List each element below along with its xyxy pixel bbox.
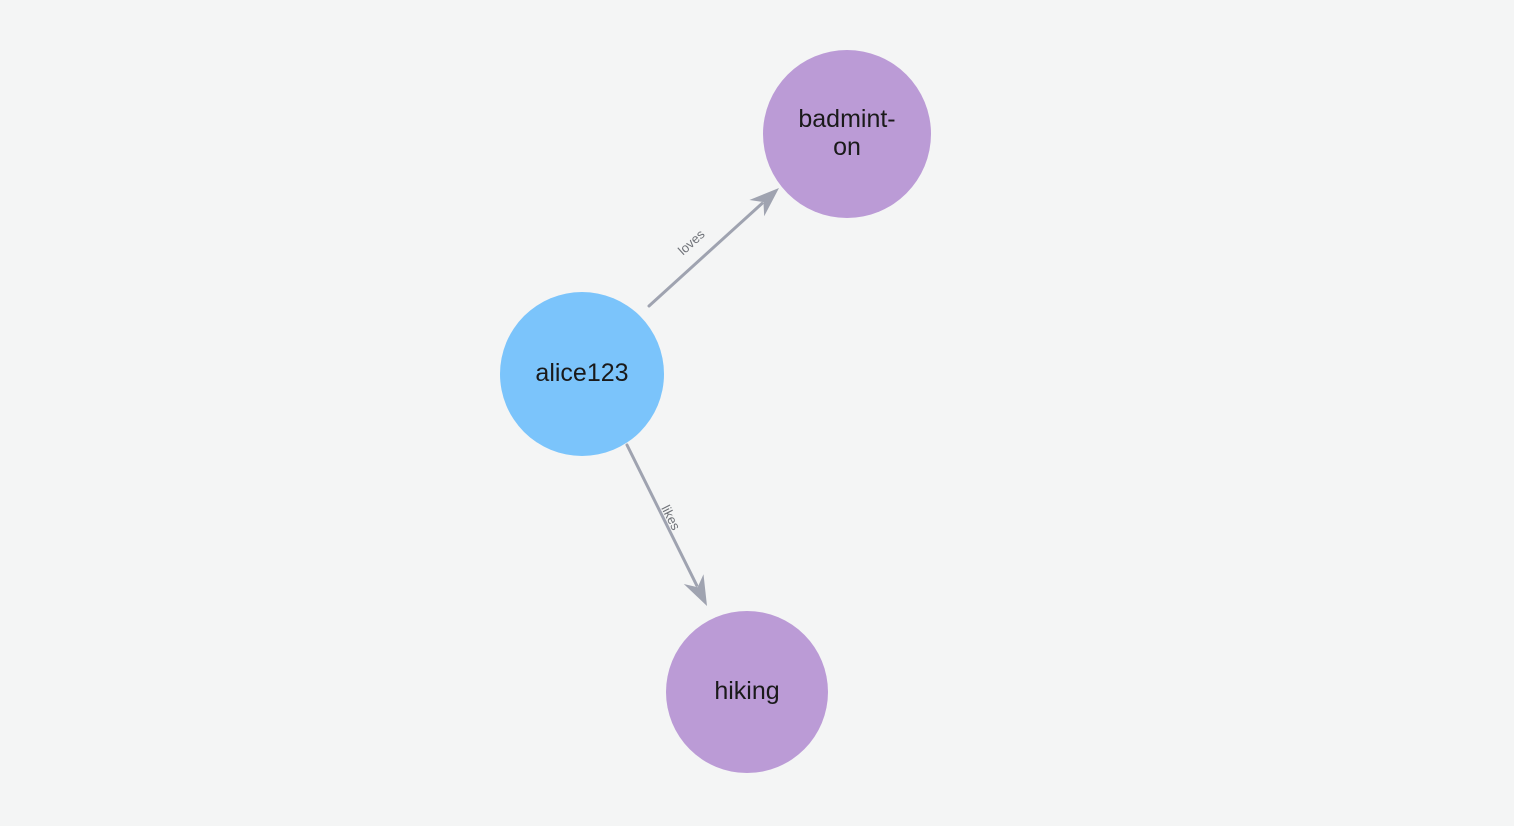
edge-arrowhead-icon bbox=[683, 574, 707, 606]
graph-node-badminton[interactable]: badmint-on bbox=[763, 50, 931, 218]
node-circle[interactable] bbox=[763, 50, 931, 218]
nodes-layer: alice123 badmint-on hiking bbox=[500, 50, 931, 773]
node-circle[interactable] bbox=[500, 292, 664, 456]
edge-label: loves bbox=[675, 226, 708, 258]
graph-node-hiking[interactable]: hiking bbox=[666, 611, 828, 773]
graph-edge[interactable]: loves bbox=[647, 188, 779, 308]
graph-node-alice123[interactable]: alice123 bbox=[500, 292, 664, 456]
edge-line bbox=[625, 443, 699, 587]
graph-edge[interactable]: likes bbox=[625, 443, 707, 606]
edge-arrowhead-icon bbox=[749, 188, 779, 217]
edge-line bbox=[647, 201, 764, 308]
node-circle[interactable] bbox=[666, 611, 828, 773]
